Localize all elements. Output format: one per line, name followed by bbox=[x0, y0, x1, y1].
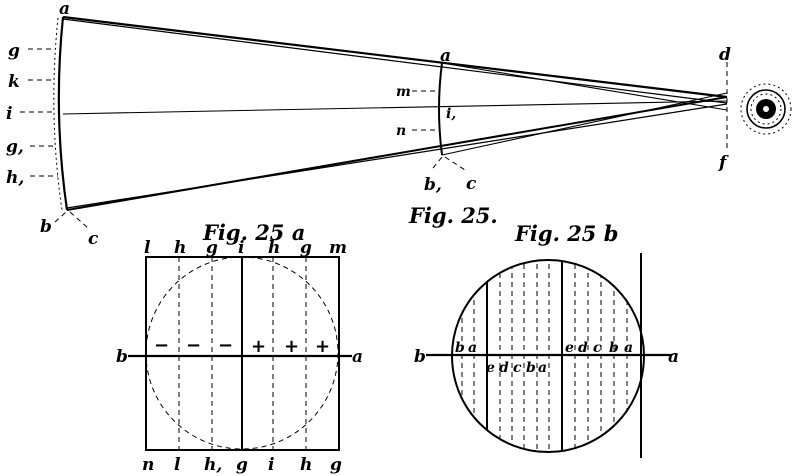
square-top-label-g2: g bbox=[300, 238, 312, 258]
ray-upper bbox=[441, 62, 728, 111]
circle-left-b: b bbox=[455, 340, 465, 356]
ray-lower bbox=[441, 92, 728, 156]
square-bottom-label-g: g bbox=[236, 455, 248, 475]
label-i1: i, bbox=[446, 106, 456, 122]
minus-sign-3: − bbox=[218, 335, 233, 356]
circle-label-a: a bbox=[668, 347, 679, 367]
cone-top-edge-inner bbox=[62, 18, 728, 104]
cone-axis bbox=[62, 100, 728, 115]
square-top-label-m: m bbox=[329, 238, 347, 258]
fig25-cone bbox=[20, 15, 792, 229]
circle-center-c: c bbox=[513, 360, 522, 376]
circle-center-a: a bbox=[538, 360, 547, 376]
label-h1: h, bbox=[6, 168, 24, 188]
label-a-far: a bbox=[59, 0, 70, 19]
far-screen-arc bbox=[57, 16, 69, 211]
square-bottom-label-n: n bbox=[142, 455, 154, 475]
circle-right-d: d bbox=[578, 340, 588, 356]
mid-screen-arc bbox=[438, 62, 443, 156]
circle-right-e: e bbox=[565, 340, 574, 356]
square-bottom-label-h1: h, bbox=[204, 455, 222, 475]
square-top-label-i: i bbox=[238, 238, 244, 258]
leader-b1 bbox=[432, 156, 443, 169]
square-top-label-h2: h bbox=[268, 238, 280, 258]
label-n: n bbox=[396, 123, 406, 139]
plus-sign-2: + bbox=[284, 336, 299, 357]
circle-left-a: a bbox=[468, 340, 477, 356]
cone-bottom-edge bbox=[66, 96, 728, 211]
circle-center-e: e bbox=[486, 360, 495, 376]
plus-sign-3: + bbox=[315, 336, 330, 357]
square-top-label-h: h bbox=[174, 238, 186, 258]
caption-fig25a: Fig. 25 a bbox=[202, 220, 305, 245]
circle-right-c: c bbox=[593, 340, 602, 356]
label-d: d bbox=[719, 45, 731, 65]
circle-center-d: d bbox=[499, 360, 509, 376]
circle-right-a: a bbox=[624, 340, 633, 356]
circle-center-b: b bbox=[526, 360, 536, 376]
square-bottom-label-i: i bbox=[268, 455, 274, 475]
leader-c bbox=[69, 211, 89, 229]
minus-sign-2: − bbox=[186, 335, 201, 356]
minus-sign-1: − bbox=[154, 335, 169, 356]
label-b1: b, bbox=[424, 175, 442, 195]
square-top-label-l: l bbox=[144, 238, 151, 258]
square-top-label-g: g bbox=[206, 238, 218, 258]
plus-sign-1: + bbox=[251, 336, 266, 357]
fig25b-circle bbox=[426, 253, 672, 458]
square-bottom-label-l: l bbox=[174, 455, 181, 475]
square-bottom-label-h: h bbox=[300, 455, 312, 475]
caption-fig25b: Fig. 25 b bbox=[514, 221, 618, 246]
circle-right-b: b bbox=[609, 340, 619, 356]
circle-label-b: b bbox=[414, 347, 426, 367]
label-m: m bbox=[396, 84, 411, 100]
square-label-a: a bbox=[352, 347, 363, 367]
leader-b bbox=[54, 211, 67, 223]
label-b-far: b bbox=[40, 217, 52, 237]
fig25a-square bbox=[128, 256, 352, 451]
label-c-mid: c bbox=[466, 174, 477, 194]
label-g1: g, bbox=[6, 137, 24, 157]
label-c-far: c bbox=[88, 229, 99, 249]
eye-icon bbox=[740, 83, 792, 135]
label-i: i bbox=[6, 104, 12, 124]
leader-c-mid bbox=[444, 156, 466, 171]
square-label-b: b bbox=[116, 347, 128, 367]
label-f: f bbox=[718, 153, 729, 173]
far-screen-arc-dotted bbox=[53, 17, 63, 211]
cone-bottom-edge-inner bbox=[66, 103, 728, 209]
label-a-mid: a bbox=[440, 46, 451, 66]
square-bottom-label-g2: g bbox=[330, 455, 342, 475]
cone-top-edge bbox=[62, 15, 728, 99]
label-g: g bbox=[8, 41, 20, 61]
label-k: k bbox=[8, 72, 20, 92]
caption-fig25: Fig. 25. bbox=[408, 203, 498, 228]
